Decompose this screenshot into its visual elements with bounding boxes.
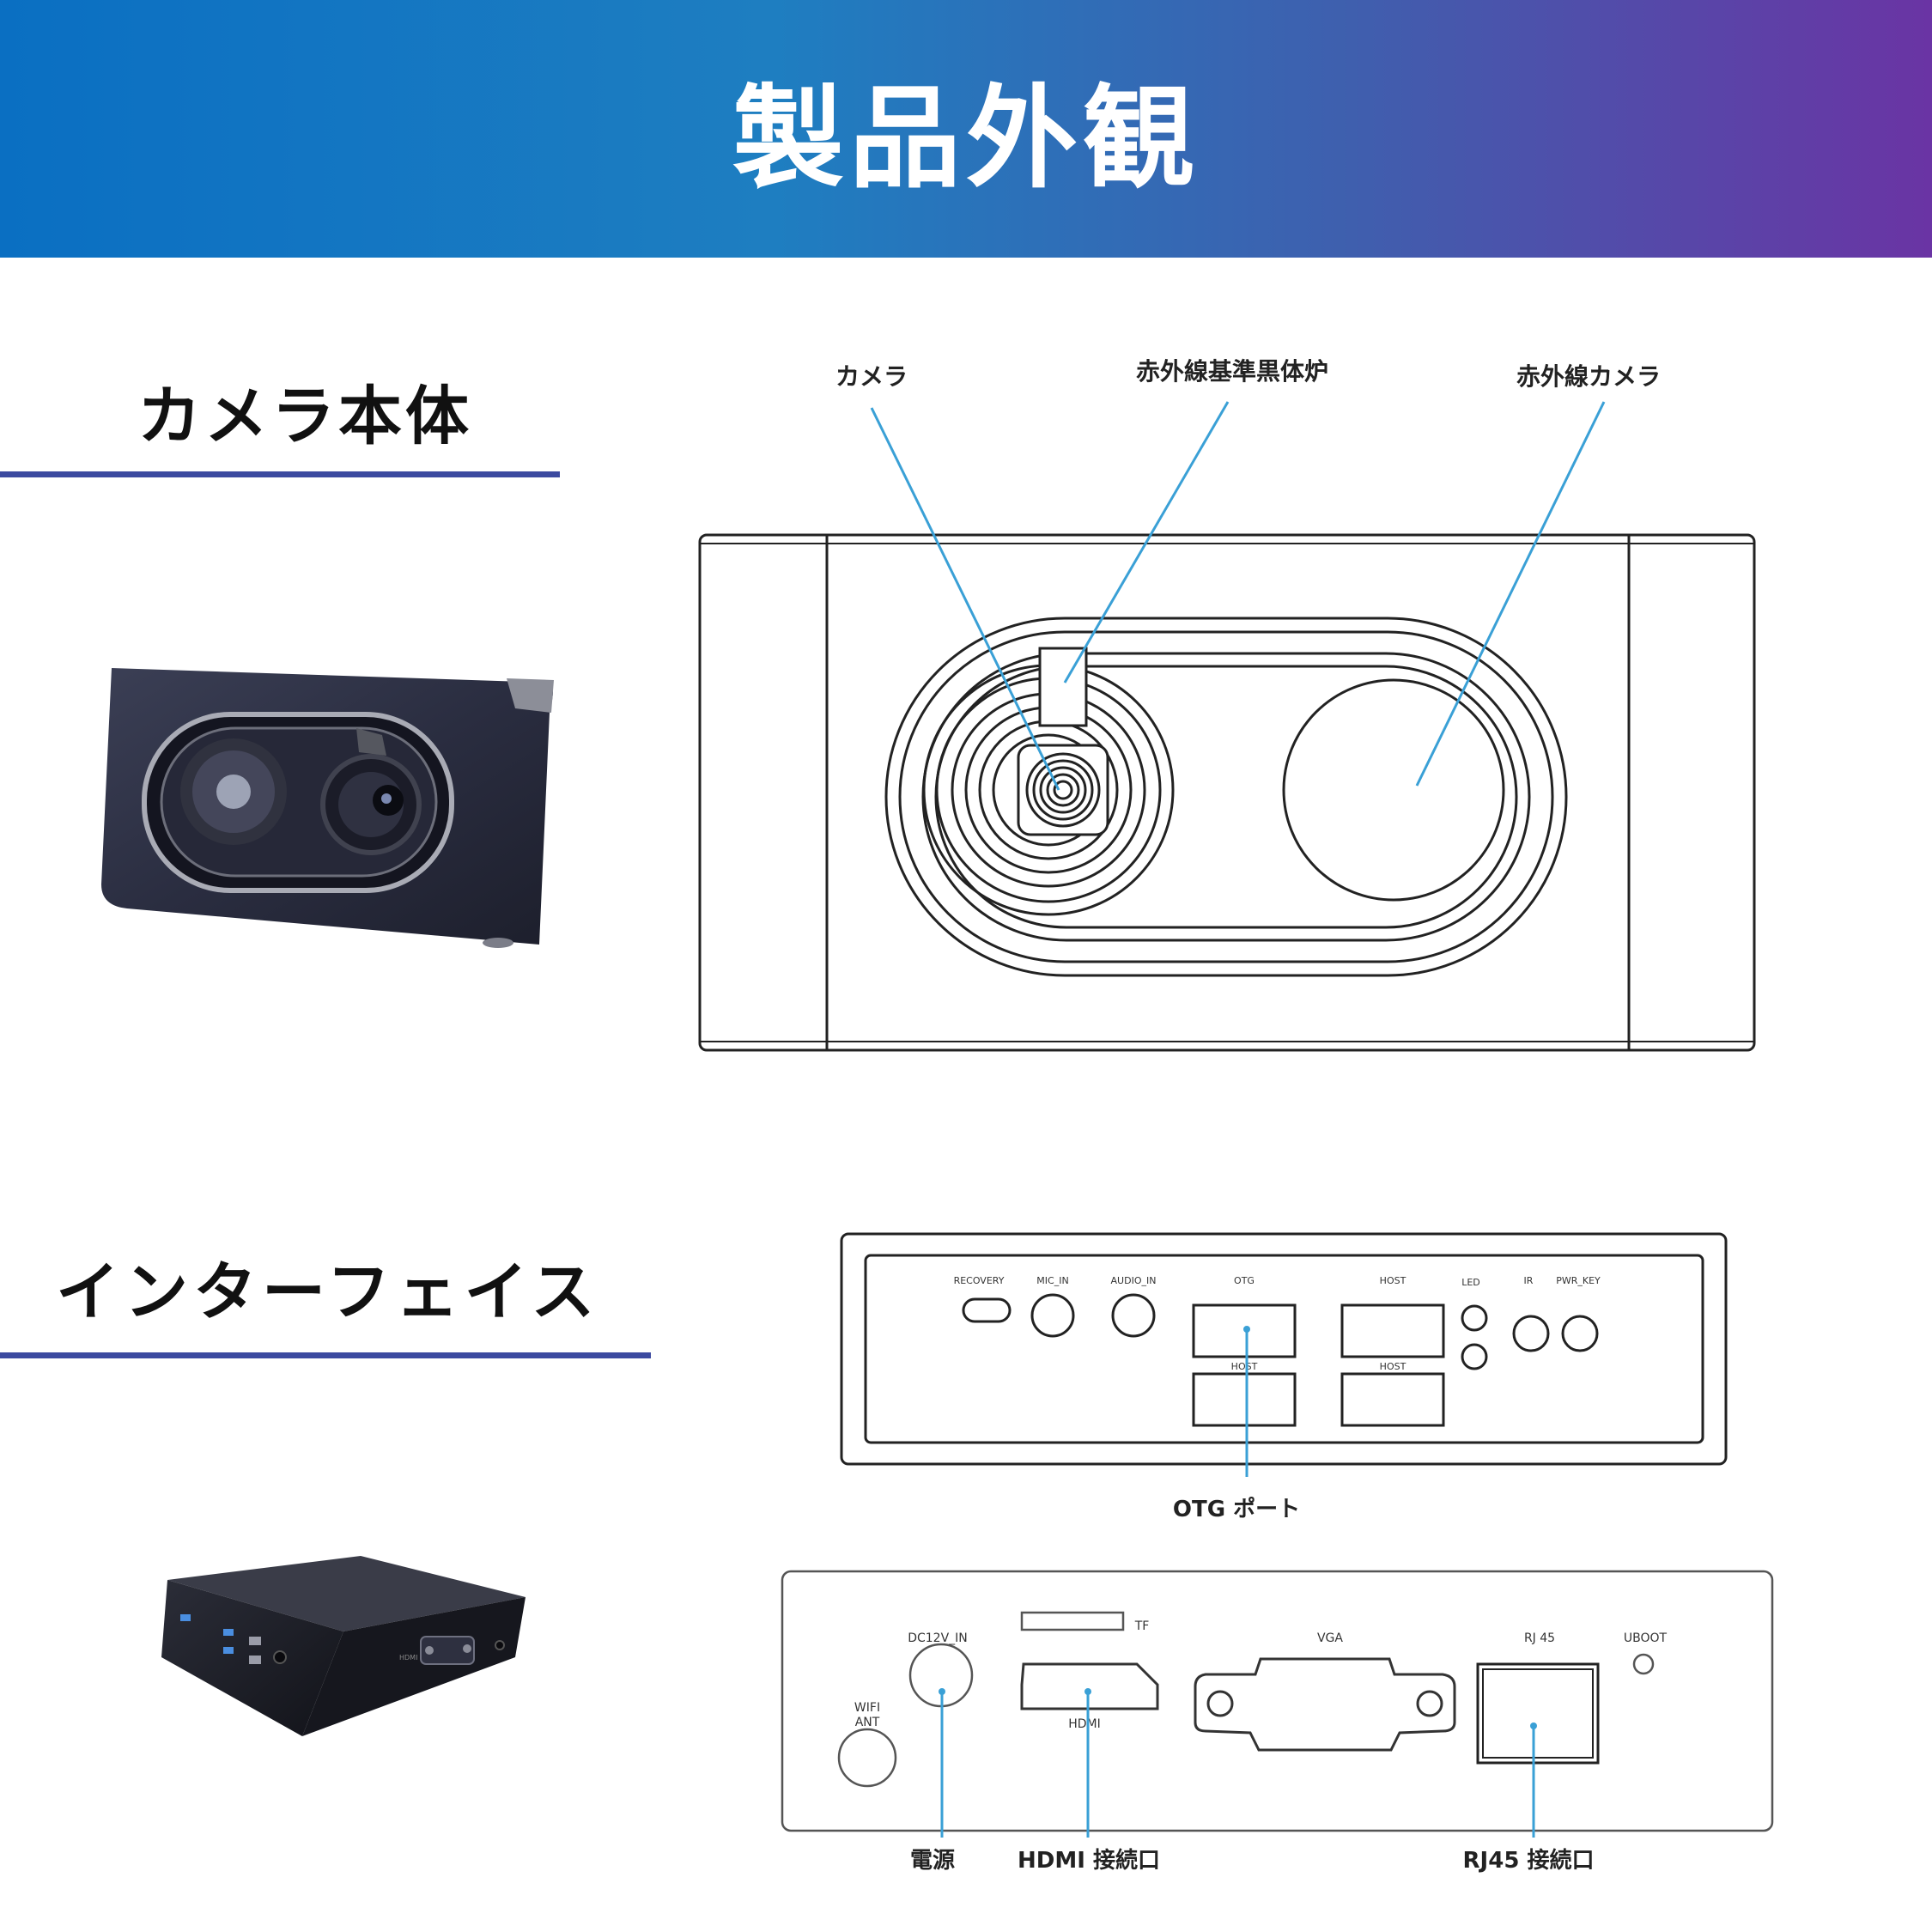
port-label-ir: IR xyxy=(1524,1275,1534,1286)
port-label-dc-in: DC12V_IN xyxy=(908,1631,968,1645)
section-underline-interface xyxy=(0,1352,651,1358)
back-callout-dots xyxy=(939,1688,1537,1729)
interface-photo: HDMI xyxy=(161,1556,526,1736)
section-underline-camera xyxy=(0,471,560,477)
callout-hdmi: HDMI 接続口 xyxy=(1018,1847,1160,1874)
port-label-host-left: HOST xyxy=(1231,1361,1258,1372)
front-callout-dot xyxy=(1243,1326,1250,1333)
back-panel-drawing xyxy=(781,1570,1774,1832)
camera-callout-lines xyxy=(870,401,1606,791)
port-label-ant: ANT xyxy=(855,1716,880,1729)
port-label-host-right: HOST xyxy=(1380,1361,1406,1372)
port-label-uboot: UBOOT xyxy=(1624,1631,1668,1645)
port-label-otg: OTG xyxy=(1234,1275,1255,1286)
port-label-hdmi: HDMI xyxy=(1068,1717,1101,1731)
front-panel-drawing xyxy=(840,1232,1728,1466)
back-callout-lines xyxy=(940,1692,1535,1838)
port-label-host-top: HOST xyxy=(1380,1275,1406,1286)
port-label-audio-in: AUDIO_IN xyxy=(1111,1275,1157,1286)
port-label-tf: TF xyxy=(1134,1619,1150,1633)
callout-rj45: RJ45 接続口 xyxy=(1463,1847,1595,1874)
callout-power: 電源 xyxy=(910,1848,955,1874)
port-label-pwr-key: PWR_KEY xyxy=(1556,1275,1601,1286)
port-label-recovery: RECOVERY xyxy=(954,1275,1005,1286)
port-label-vga: VGA xyxy=(1317,1631,1343,1645)
page-title: 製品外観 xyxy=(732,73,1200,204)
port-label-led: LED xyxy=(1461,1277,1480,1288)
callout-blackbody: 赤外線基準黒体炉 xyxy=(1136,357,1328,386)
section-title-interface: インターフェイス xyxy=(56,1255,600,1329)
photo-hdmi-label: HDMI xyxy=(399,1654,417,1662)
section-title-camera: カメラ本体 xyxy=(137,380,472,453)
camera-front-drawing xyxy=(698,533,1756,1052)
callout-ir-camera: 赤外線カメラ xyxy=(1516,362,1661,391)
callout-camera: カメラ xyxy=(835,362,908,391)
port-label-wifi: WIFI xyxy=(854,1701,880,1715)
camera-photo xyxy=(101,668,554,948)
port-label-rj45: RJ 45 xyxy=(1524,1631,1555,1645)
header-banner xyxy=(0,0,1932,258)
port-label-mic-in: MIC_IN xyxy=(1036,1275,1068,1286)
callout-otg-port: OTG ポート xyxy=(1173,1496,1300,1522)
